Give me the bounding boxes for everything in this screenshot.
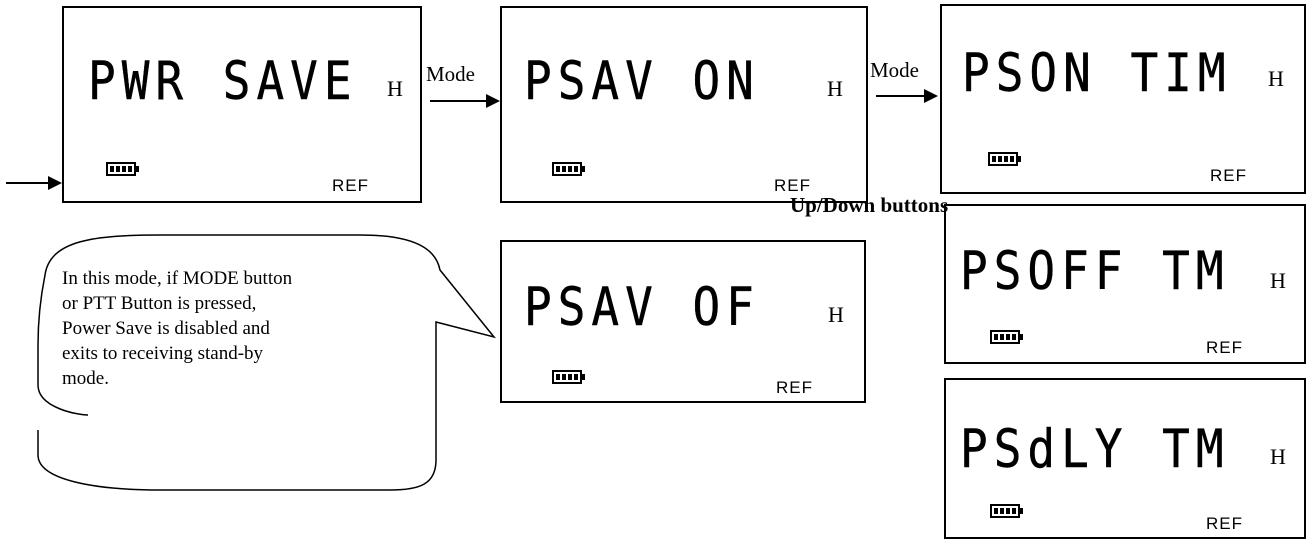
callout-line: mode. xyxy=(62,368,109,389)
indicator-h: H xyxy=(828,302,844,327)
battery-icon xyxy=(106,162,139,176)
mode-arrow-2-label: Mode xyxy=(870,58,919,82)
updown-buttons-label: Up/Down buttons xyxy=(790,193,949,217)
indicator-h: H xyxy=(1268,66,1284,91)
battery-icon xyxy=(990,504,1023,518)
lcd-display-text: PSAV ON xyxy=(524,49,760,112)
lcd-display-text: PSOFF TM xyxy=(960,239,1230,302)
ref-indicator: REF xyxy=(1210,166,1247,185)
callout-line: or PTT Button is pressed, xyxy=(62,293,257,314)
indicator-h: H xyxy=(827,76,843,101)
panel-psoff-tm: PSOFF TM H REF xyxy=(944,204,1306,364)
panel-psdly-tm: PSdLY TM H REF xyxy=(944,378,1306,539)
panel-psav-of: PSAV OF H REF xyxy=(500,240,866,403)
indicator-h: H xyxy=(1270,268,1286,293)
ref-indicator: REF xyxy=(776,378,813,397)
battery-icon xyxy=(990,330,1023,344)
panel-pson-tim: PSON TIM H REF xyxy=(940,4,1306,194)
panel-psav-on: PSAV ON H REF xyxy=(500,6,868,203)
battery-icon xyxy=(988,152,1021,166)
ref-indicator: REF xyxy=(1206,514,1243,533)
callout-text: In this mode, if MODE button or PTT Butt… xyxy=(62,266,422,391)
mode-arrow-1-head xyxy=(486,94,500,108)
ref-indicator: REF xyxy=(774,176,811,195)
ref-indicator: REF xyxy=(1206,338,1243,357)
lcd-display-text: PSON TIM xyxy=(962,41,1232,104)
callout-line: Power Save is disabled and xyxy=(62,318,270,339)
lcd-display-text: PSdLY TM xyxy=(960,417,1230,480)
battery-icon xyxy=(552,162,585,176)
battery-icon xyxy=(552,370,585,384)
callout-line: exits to receiving stand-by xyxy=(62,343,264,364)
entry-arrowhead xyxy=(48,176,62,190)
mode-arrow-2-head xyxy=(924,89,938,103)
callout-line: In this mode, if MODE button xyxy=(62,268,293,289)
mode-arrow-1-label: Mode xyxy=(426,62,475,86)
indicator-h: H xyxy=(387,76,403,101)
lcd-display-text: PWR SAVE xyxy=(88,49,358,112)
callout-balloon xyxy=(37,234,497,491)
panel-pwr-save: PWR SAVE H REF xyxy=(62,6,422,203)
indicator-h: H xyxy=(1270,444,1286,469)
lcd-display-text: PSAV OF xyxy=(524,275,760,338)
ref-indicator: REF xyxy=(332,176,369,195)
